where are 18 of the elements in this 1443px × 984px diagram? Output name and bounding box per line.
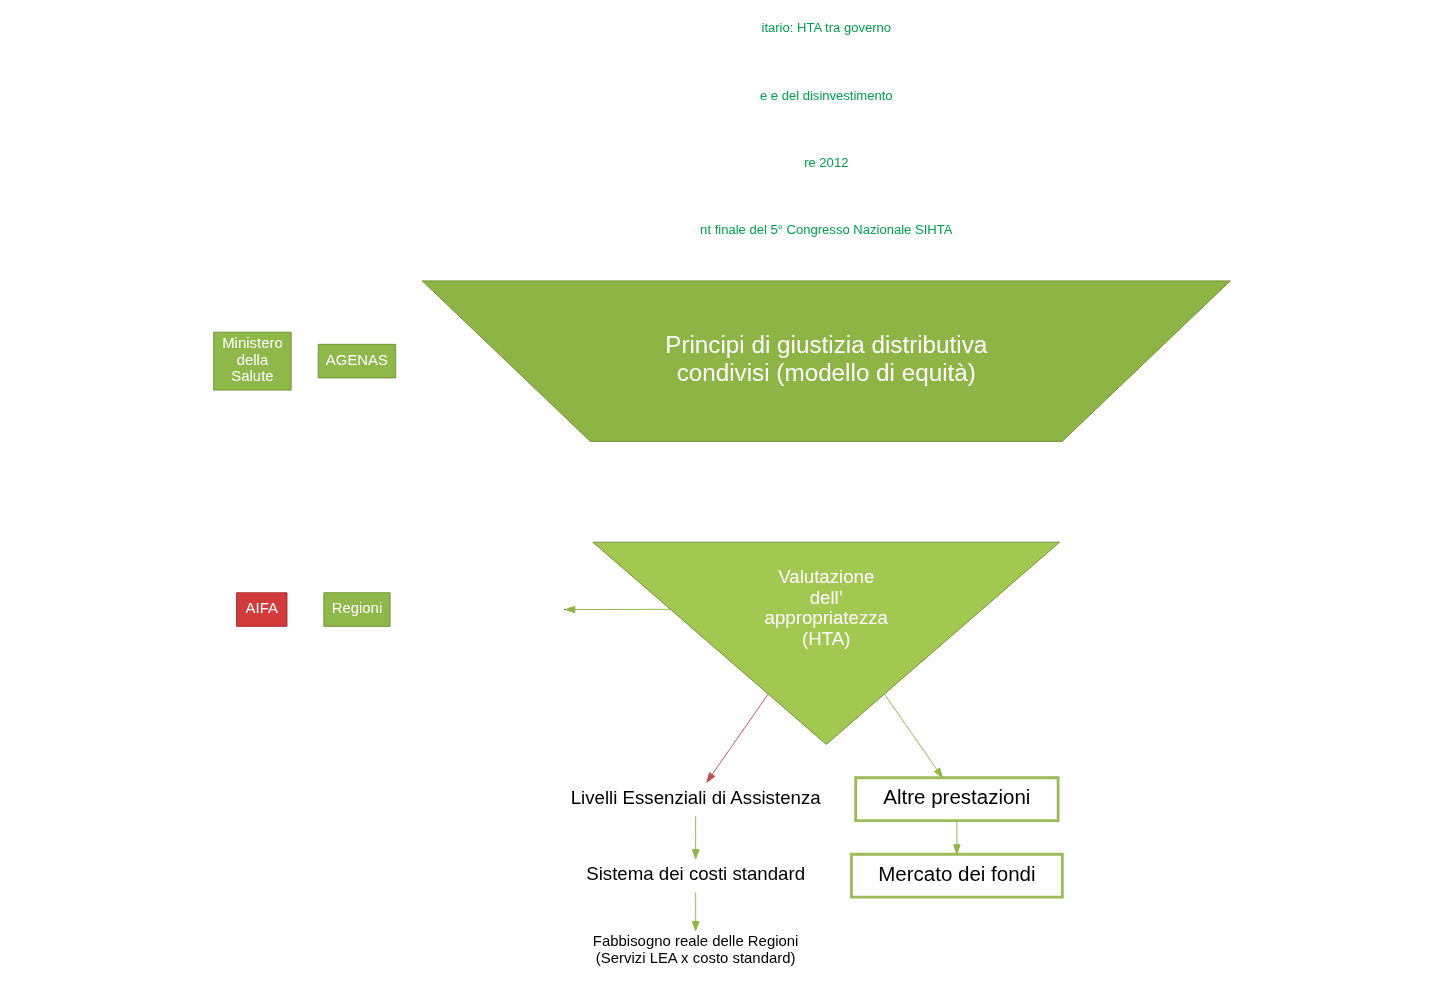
- node-box: AGENAS: [317, 343, 396, 379]
- arrow: [691, 815, 699, 860]
- node-box: AIFA: [235, 592, 287, 627]
- arrow: [705, 693, 768, 783]
- node-box: Ministero della Salute: [212, 331, 292, 391]
- label: re 2012: [803, 154, 848, 170]
- arrow: [883, 693, 943, 778]
- node-text: Livelli Essenziali di Assistenza: [570, 786, 821, 808]
- node-text: Sistema dei costi standard: [585, 863, 805, 885]
- label: e e del disinvestimento: [759, 87, 893, 103]
- arrow: [691, 892, 699, 932]
- arrow: [952, 820, 961, 855]
- label: itario: HTA tra governo: [760, 20, 891, 36]
- node-box: Altre prestazioni: [853, 776, 1059, 823]
- node-box: Regioni: [322, 592, 391, 627]
- node-text: Fabbisogno reale delle Regioni (Servizi LEA x costo standard): [592, 932, 798, 967]
- node-box: Mercato dei fondi: [849, 852, 1064, 899]
- label: nt finale del 5° Congresso Nazionale SIHTA: [699, 221, 952, 237]
